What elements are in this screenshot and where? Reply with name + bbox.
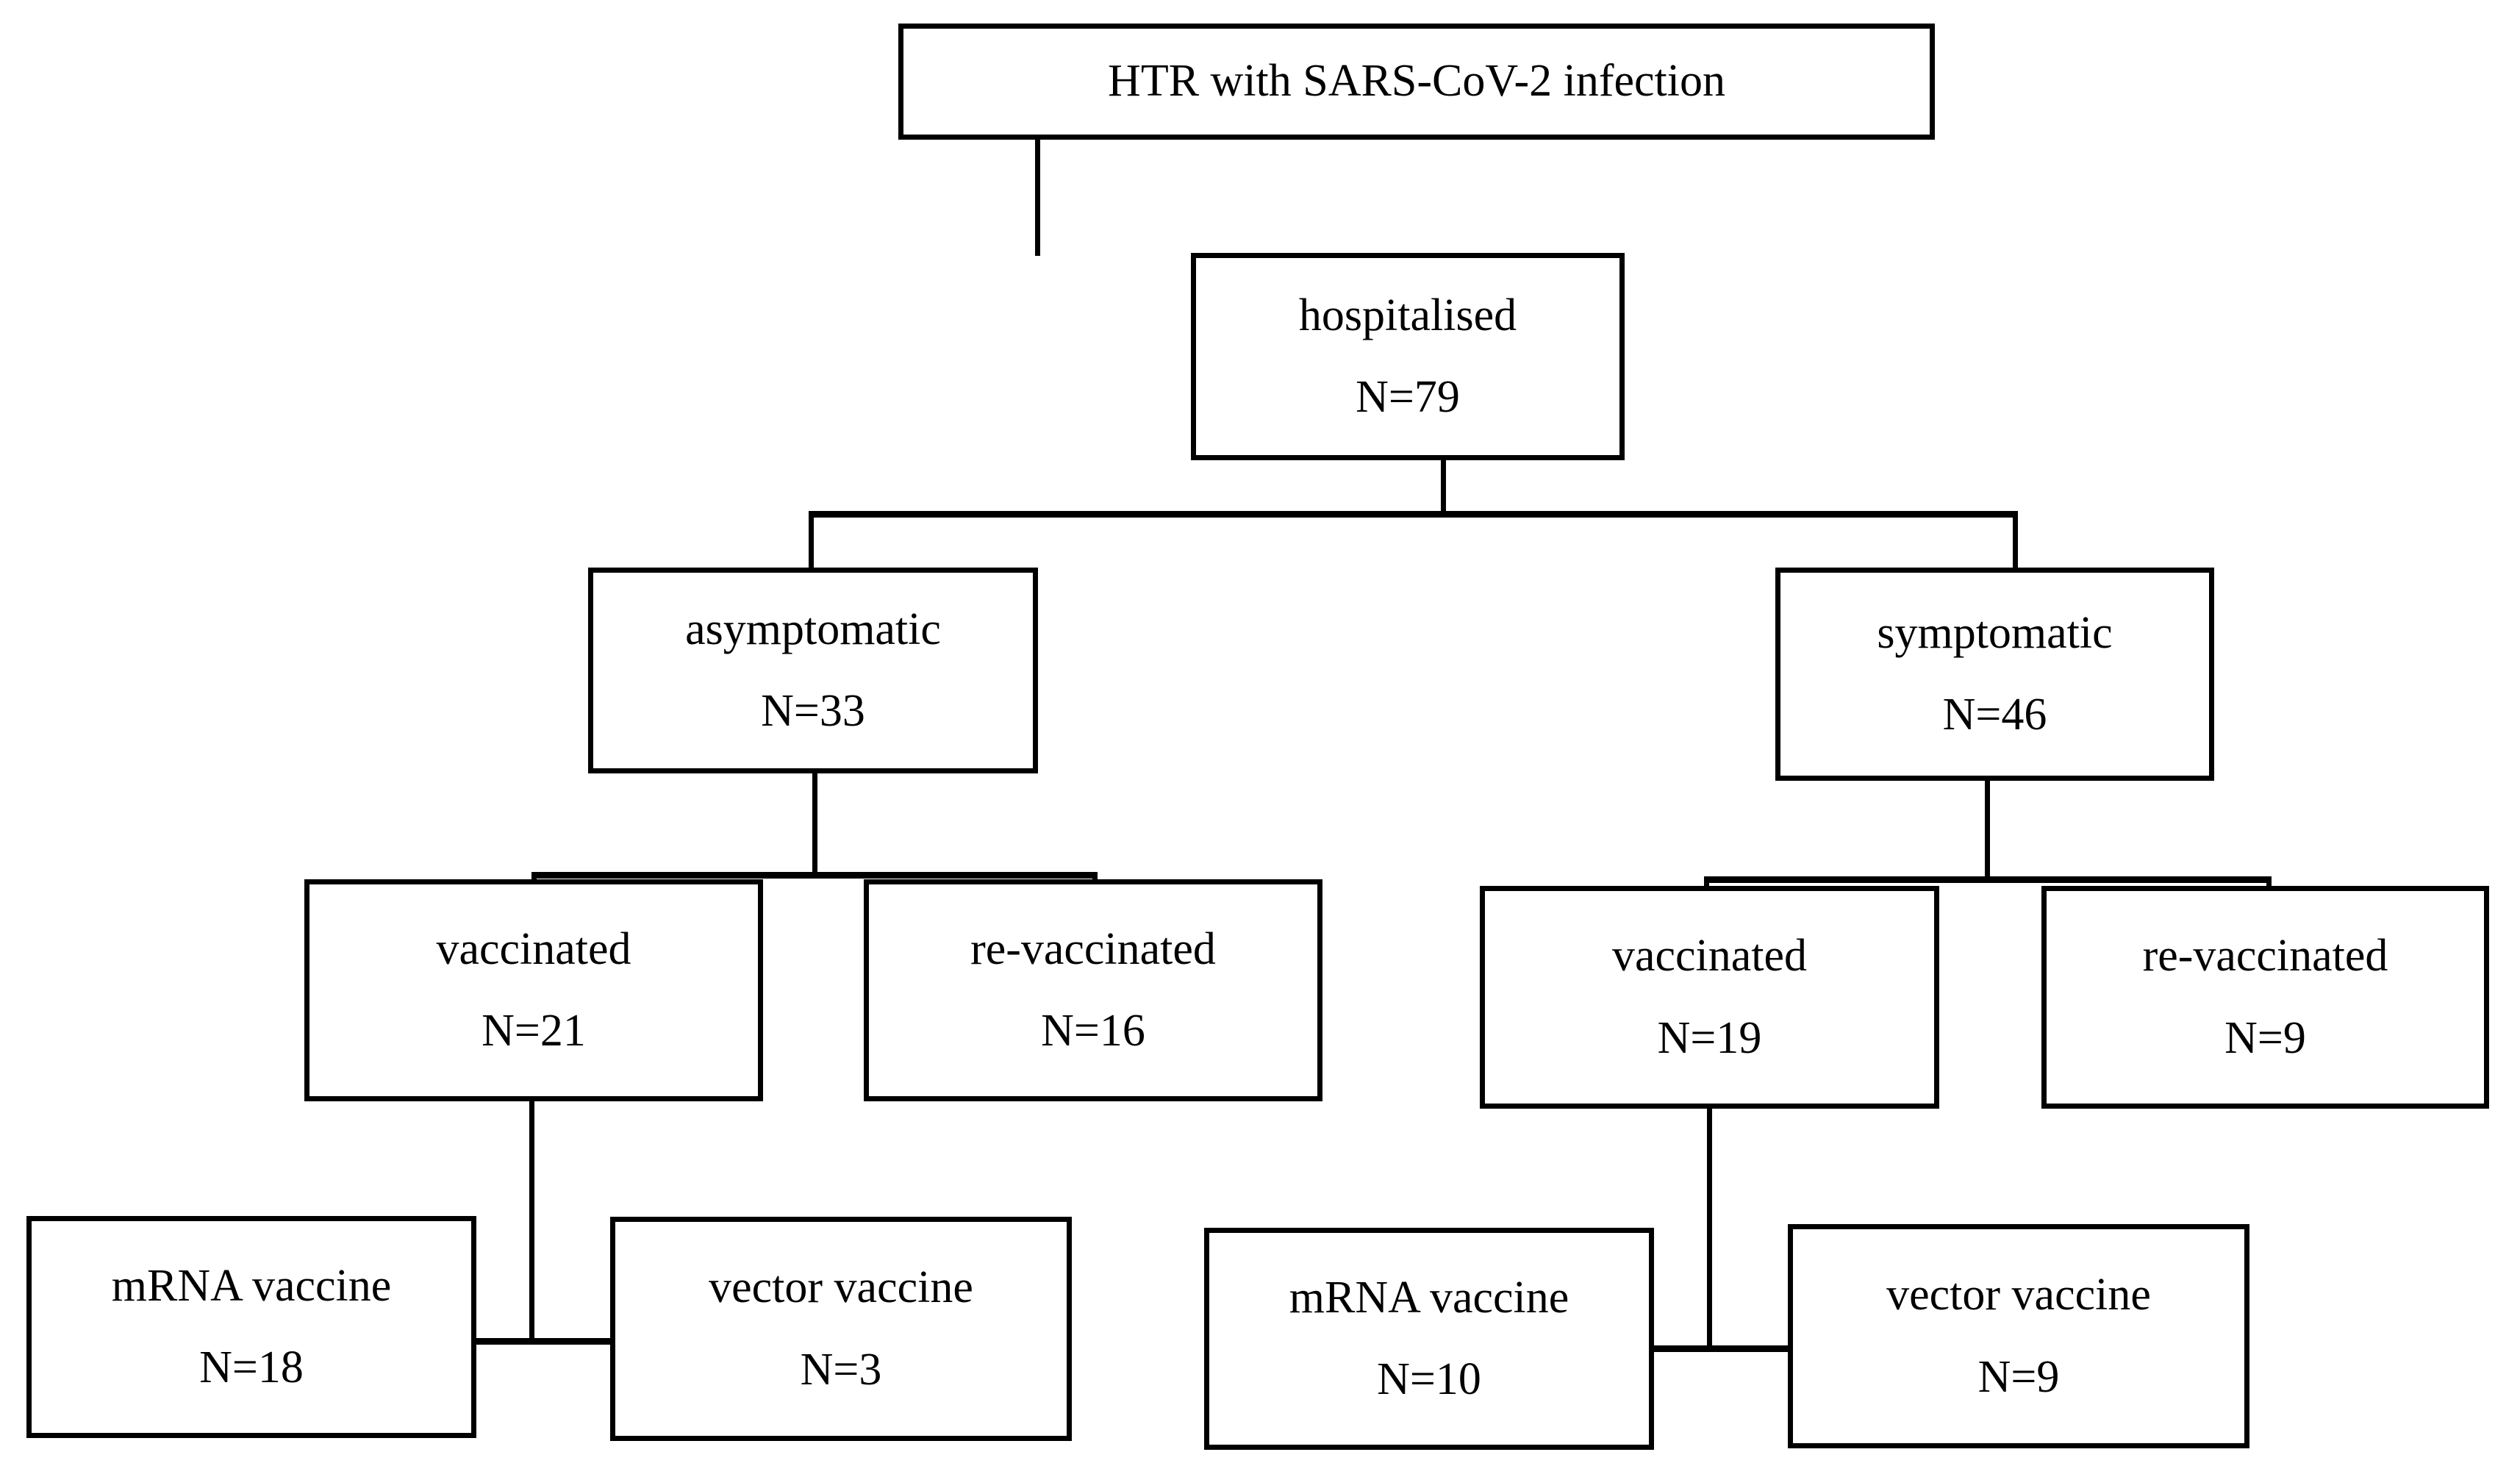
node-symptomatic-count: N=46 xyxy=(1942,690,2047,740)
edge-sym-vaccinated-stem xyxy=(1707,1109,1712,1351)
node-asym-vaccinated[interactable]: vaccinated N=21 xyxy=(304,879,763,1101)
edge-to-symptomatic xyxy=(2013,511,2018,570)
node-asym-revaccinated-count: N=16 xyxy=(1041,1006,1145,1056)
edge-to-asymptomatic xyxy=(809,511,814,570)
node-asym-vaccinated-count: N=21 xyxy=(482,1006,586,1056)
edge-sym-vaccine-split-bar xyxy=(1649,1345,1793,1352)
node-hospitalised-label: hospitalised xyxy=(1298,290,1517,340)
node-sym-mrna-vaccine-label: mRNA vaccine xyxy=(1289,1272,1569,1323)
edge-asymptomatic-stem xyxy=(812,769,817,875)
edge-asym-vaccine-split-bar xyxy=(470,1338,615,1345)
node-sym-vaccinated-label: vaccinated xyxy=(1611,931,1808,981)
node-asym-mrna-vaccine-label: mRNA vaccine xyxy=(111,1260,392,1311)
node-sym-vector-vaccine[interactable]: vector vaccine N=9 xyxy=(1788,1224,2249,1448)
node-asym-revaccinated-label: re-vaccinated xyxy=(970,923,1216,974)
node-sym-revaccinated[interactable]: re-vaccinated N=9 xyxy=(2041,886,2489,1109)
node-asym-revaccinated[interactable]: re-vaccinated N=16 xyxy=(864,879,1322,1101)
node-sym-revaccinated-label: re-vaccinated xyxy=(2142,931,2388,981)
node-sym-vector-vaccine-label: vector vaccine xyxy=(1886,1270,2151,1320)
node-sym-mrna-vaccine[interactable]: mRNA vaccine N=10 xyxy=(1204,1228,1654,1450)
edge-symptomatic-split-bar xyxy=(1704,876,2272,883)
edge-asym-vaccinated-stem xyxy=(529,1101,534,1344)
node-sym-revaccinated-count: N=9 xyxy=(2224,1012,2306,1063)
node-asymptomatic-count: N=33 xyxy=(761,686,865,736)
node-asymptomatic-label: asymptomatic xyxy=(685,604,941,654)
node-asym-vector-vaccine-label: vector vaccine xyxy=(709,1262,973,1313)
node-hospitalised[interactable]: hospitalised N=79 xyxy=(1191,253,1625,460)
edge-asymptomatic-split-bar xyxy=(531,872,1098,879)
node-asym-mrna-vaccine[interactable]: mRNA vaccine N=18 xyxy=(26,1216,476,1438)
node-sym-vaccinated[interactable]: vaccinated N=19 xyxy=(1480,886,1939,1109)
edge-hospitalised-split-bar xyxy=(809,511,2018,518)
node-asym-vector-vaccine-count: N=3 xyxy=(800,1344,882,1395)
edge-hospitalised-stem xyxy=(1441,456,1446,516)
node-asym-vector-vaccine[interactable]: vector vaccine N=3 xyxy=(610,1217,1072,1441)
node-asym-vaccinated-label: vaccinated xyxy=(436,923,631,974)
node-hospitalised-count: N=79 xyxy=(1356,372,1460,422)
node-root[interactable]: HTR with SARS-CoV-2 infection xyxy=(898,24,1935,140)
node-sym-mrna-vaccine-count: N=10 xyxy=(1377,1354,1481,1404)
edge-symptomatic-stem xyxy=(1985,776,1990,879)
edge-root-to-hospitalised xyxy=(1035,137,1040,256)
node-asym-mrna-vaccine-count: N=18 xyxy=(199,1342,304,1392)
node-asymptomatic[interactable]: asymptomatic N=33 xyxy=(588,568,1038,773)
node-symptomatic[interactable]: symptomatic N=46 xyxy=(1775,568,2214,781)
node-sym-vector-vaccine-count: N=9 xyxy=(1977,1351,2060,1402)
node-symptomatic-label: symptomatic xyxy=(1877,607,2113,658)
node-sym-vaccinated-count: N=19 xyxy=(1657,1012,1762,1063)
node-root-label: HTR with SARS-CoV-2 infection xyxy=(1108,56,1725,107)
